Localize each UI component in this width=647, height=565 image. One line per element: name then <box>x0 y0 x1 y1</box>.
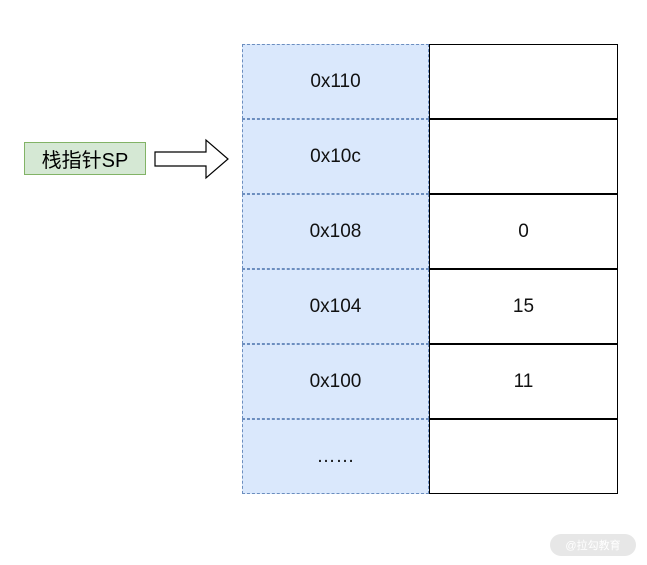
stack-row: 0x110 <box>242 44 618 119</box>
address-cell: 0x110 <box>242 44 429 119</box>
stack-row: 0x108 0 <box>242 194 618 269</box>
address-cell: 0x100 <box>242 344 429 419</box>
pointer-arrow-icon <box>154 138 229 180</box>
address-cell: 0x104 <box>242 269 429 344</box>
address-cell: 0x10c <box>242 119 429 194</box>
address-cell: 0x108 <box>242 194 429 269</box>
value-cell <box>429 119 618 194</box>
watermark: @拉勾教育 <box>550 534 636 556</box>
stack-pointer-label: 栈指针SP <box>24 142 146 175</box>
value-cell: 0 <box>429 194 618 269</box>
value-cell: 15 <box>429 269 618 344</box>
value-cell <box>429 419 618 494</box>
address-cell: …… <box>242 419 429 494</box>
value-cell: 11 <box>429 344 618 419</box>
stack-row: 0x10c <box>242 119 618 194</box>
stack-row: 0x104 15 <box>242 269 618 344</box>
value-cell <box>429 44 618 119</box>
stack-row: …… <box>242 419 618 494</box>
stack-row: 0x100 11 <box>242 344 618 419</box>
